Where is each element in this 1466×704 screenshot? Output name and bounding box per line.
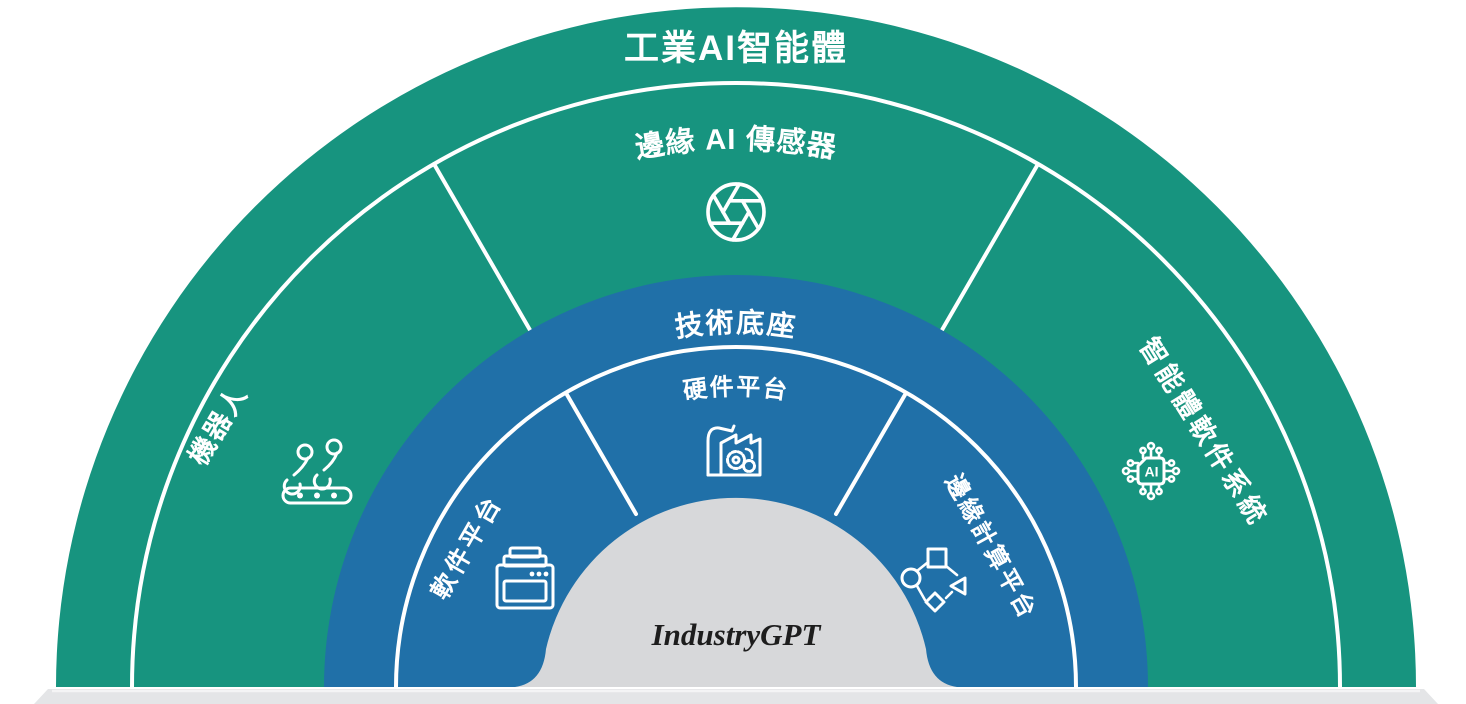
outer-ring-title: 工業AI智能體 (624, 29, 848, 68)
center-dome-label: IndustryGPT (651, 617, 822, 652)
segment-label-hardware-platform: 硬件平台 (681, 374, 790, 406)
middle-divider-left (564, 391, 638, 516)
aperture-sensor-icon (706, 182, 766, 242)
center-dome (515, 497, 957, 687)
outer-divider-right (940, 162, 1040, 332)
factory-gears-icon (706, 424, 762, 477)
robot-arm-conveyor-icon (281, 438, 353, 505)
base-platform-bar (34, 689, 1438, 704)
outer-divider-left (432, 162, 532, 332)
middle-ring-tech-base (324, 275, 1148, 687)
middle-ring-title: 技術底座 (673, 307, 799, 343)
middle-divider-right (834, 391, 908, 516)
outer-ring-title-separator-arc (130, 81, 1342, 689)
software-server-icon (495, 546, 555, 610)
middle-ring-title-separator-arc (394, 345, 1078, 689)
connected-shapes-icon (900, 547, 967, 613)
ai-chip-icon-text: AI (1145, 464, 1159, 480)
ai-chip-icon: AI (1121, 441, 1181, 501)
